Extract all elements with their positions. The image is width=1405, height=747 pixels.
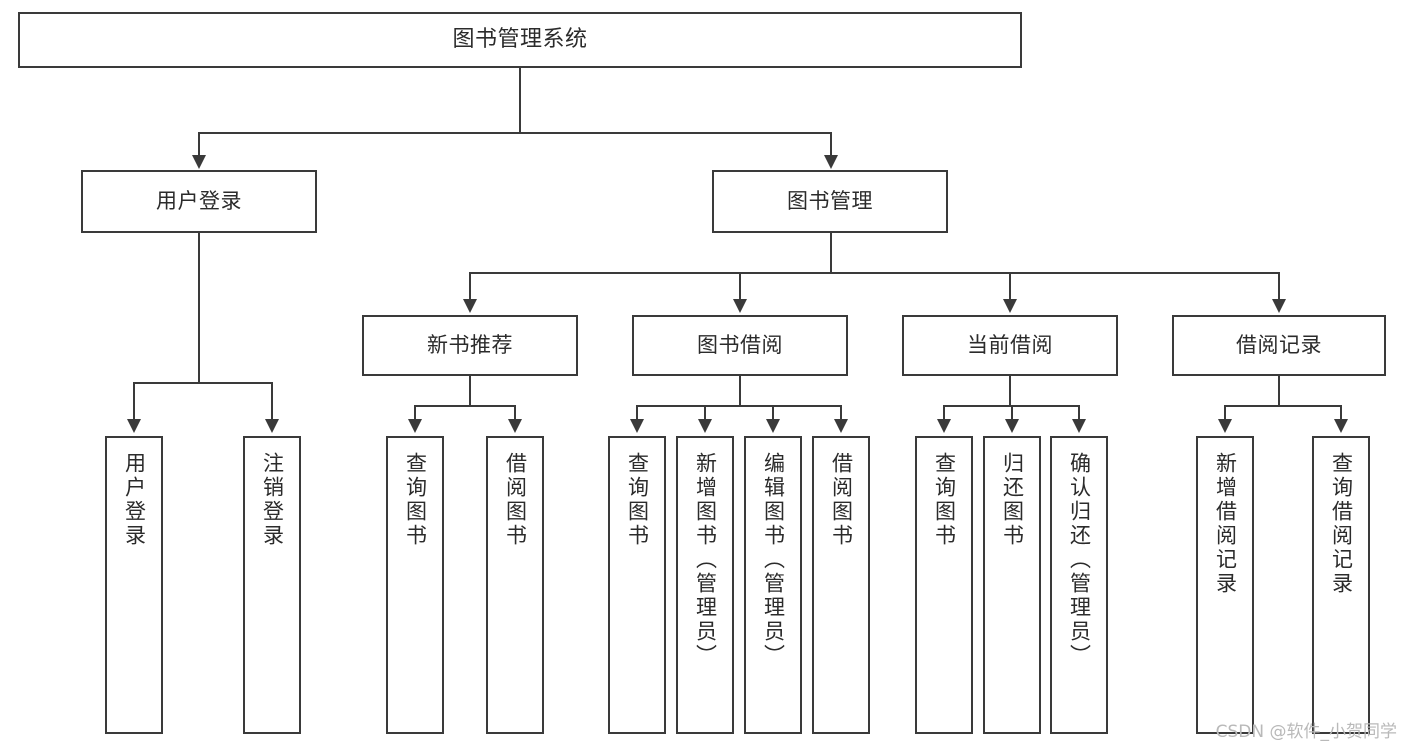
arrowhead-cb-leaf-2 [1005, 419, 1019, 433]
leaf-borrow-record-query[interactable]: 查询借阅记录 [1312, 436, 1370, 734]
edge-br-to-leaf-1 [1224, 405, 1226, 420]
edge-root-to-user-login [198, 132, 200, 156]
node-label: 查询借阅记录 [1329, 452, 1354, 596]
leaf-user-login-logout[interactable]: 注销登录 [243, 436, 301, 734]
edge-root-bus [198, 132, 831, 134]
edge-bm-to-book-borrow [739, 272, 741, 300]
leaf-borrow-record-add[interactable]: 新增借阅记录 [1196, 436, 1254, 734]
edge-bb-to-leaf-1 [636, 405, 638, 420]
node-label: 借阅图书 [829, 452, 854, 548]
edge-cb-to-leaf-2 [1011, 405, 1013, 420]
leaf-new-book-query[interactable]: 查询图书 [386, 436, 444, 734]
leaf-book-borrow-edit[interactable]: 编辑图书（管理员） [744, 436, 802, 734]
node-label: 新增图书（管理员） [693, 452, 718, 668]
leaf-current-borrow-query[interactable]: 查询图书 [915, 436, 973, 734]
node-label: 图书借阅 [697, 333, 783, 358]
node-label: 用户登录 [156, 189, 242, 214]
arrowhead-user-login-leaf-1 [127, 419, 141, 433]
arrowhead-new-book-leaf-2 [508, 419, 522, 433]
edge-bb-to-leaf-3 [772, 405, 774, 420]
edge-user-login-down [198, 233, 200, 383]
leaf-book-borrow-query[interactable]: 查询图书 [608, 436, 666, 734]
edge-bb-to-leaf-4 [840, 405, 842, 420]
node-label: 编辑图书（管理员） [761, 452, 786, 668]
arrowhead-new-book-leaf-1 [408, 419, 422, 433]
edge-book-borrow-down [739, 376, 741, 406]
node-borrow-record[interactable]: 借阅记录 [1172, 315, 1386, 376]
edge-user-login-bus [133, 382, 271, 384]
node-new-book-recommend[interactable]: 新书推荐 [362, 315, 578, 376]
leaf-book-borrow-lend[interactable]: 借阅图书 [812, 436, 870, 734]
node-label: 归还图书 [1000, 452, 1025, 548]
node-label: 查询图书 [625, 452, 650, 548]
arrowhead-br-leaf-2 [1334, 419, 1348, 433]
arrowhead-bb-leaf-3 [766, 419, 780, 433]
node-label: 当前借阅 [967, 333, 1053, 358]
node-label: 查询图书 [932, 452, 957, 548]
edge-book-management-bus [469, 272, 1280, 274]
edge-cb-to-leaf-3 [1078, 405, 1080, 420]
edge-borrow-record-bus [1224, 405, 1341, 407]
leaf-current-borrow-return[interactable]: 归还图书 [983, 436, 1041, 734]
node-label: 新书推荐 [427, 333, 513, 358]
node-label: 注销登录 [260, 452, 285, 548]
edge-user-login-to-leaf-1 [133, 382, 135, 420]
node-label: 借阅记录 [1236, 333, 1322, 358]
node-user-login[interactable]: 用户登录 [81, 170, 317, 233]
node-label: 新增借阅记录 [1213, 452, 1238, 596]
csdn-watermark: CSDN @软件_小贺同学 [1215, 722, 1397, 742]
edge-user-login-to-leaf-2 [271, 382, 273, 420]
edge-new-book-bus [414, 405, 515, 407]
node-label: 图书管理系统 [452, 27, 588, 53]
edge-br-to-leaf-2 [1340, 405, 1342, 420]
node-label: 确认归还（管理员） [1067, 452, 1092, 668]
edge-current-borrow-down [1009, 376, 1011, 406]
node-book-management[interactable]: 图书管理 [712, 170, 948, 233]
node-current-borrow[interactable]: 当前借阅 [902, 315, 1118, 376]
edge-cb-to-leaf-1 [943, 405, 945, 420]
arrowhead-br-leaf-1 [1218, 419, 1232, 433]
edge-bm-to-new-book [469, 272, 471, 300]
node-label: 图书管理 [787, 189, 873, 214]
edge-book-borrow-bus [636, 405, 841, 407]
edge-book-management-down [830, 233, 832, 273]
leaf-book-borrow-add[interactable]: 新增图书（管理员） [676, 436, 734, 734]
node-root-book-management-system[interactable]: 图书管理系统 [18, 12, 1022, 68]
arrowhead-bm-current-borrow [1003, 299, 1017, 313]
edge-bm-to-borrow-record [1278, 272, 1280, 300]
arrowhead-cb-leaf-1 [937, 419, 951, 433]
edge-new-book-to-leaf-2 [514, 405, 516, 420]
node-book-borrow[interactable]: 图书借阅 [632, 315, 848, 376]
arrowhead-to-book-management [824, 155, 838, 169]
node-label: 借阅图书 [503, 452, 528, 548]
edge-bm-to-current-borrow [1009, 272, 1011, 300]
arrowhead-cb-leaf-3 [1072, 419, 1086, 433]
arrowhead-bb-leaf-2 [698, 419, 712, 433]
edge-borrow-record-down [1278, 376, 1280, 406]
edge-bb-to-leaf-2 [704, 405, 706, 420]
edge-root-to-book-management [830, 132, 832, 156]
leaf-new-book-borrow[interactable]: 借阅图书 [486, 436, 544, 734]
arrowhead-to-user-login [192, 155, 206, 169]
edge-root-down [519, 68, 521, 133]
node-label: 用户登录 [122, 452, 147, 548]
arrowhead-bb-leaf-4 [834, 419, 848, 433]
edge-new-book-down [469, 376, 471, 406]
arrowhead-bb-leaf-1 [630, 419, 644, 433]
arrowhead-bm-new-book [463, 299, 477, 313]
leaf-user-login-login[interactable]: 用户登录 [105, 436, 163, 734]
leaf-current-borrow-confirm[interactable]: 确认归还（管理员） [1050, 436, 1108, 734]
edge-new-book-to-leaf-1 [414, 405, 416, 420]
node-label: 查询图书 [403, 452, 428, 548]
arrowhead-user-login-leaf-2 [265, 419, 279, 433]
arrowhead-bm-book-borrow [733, 299, 747, 313]
arrowhead-bm-borrow-record [1272, 299, 1286, 313]
